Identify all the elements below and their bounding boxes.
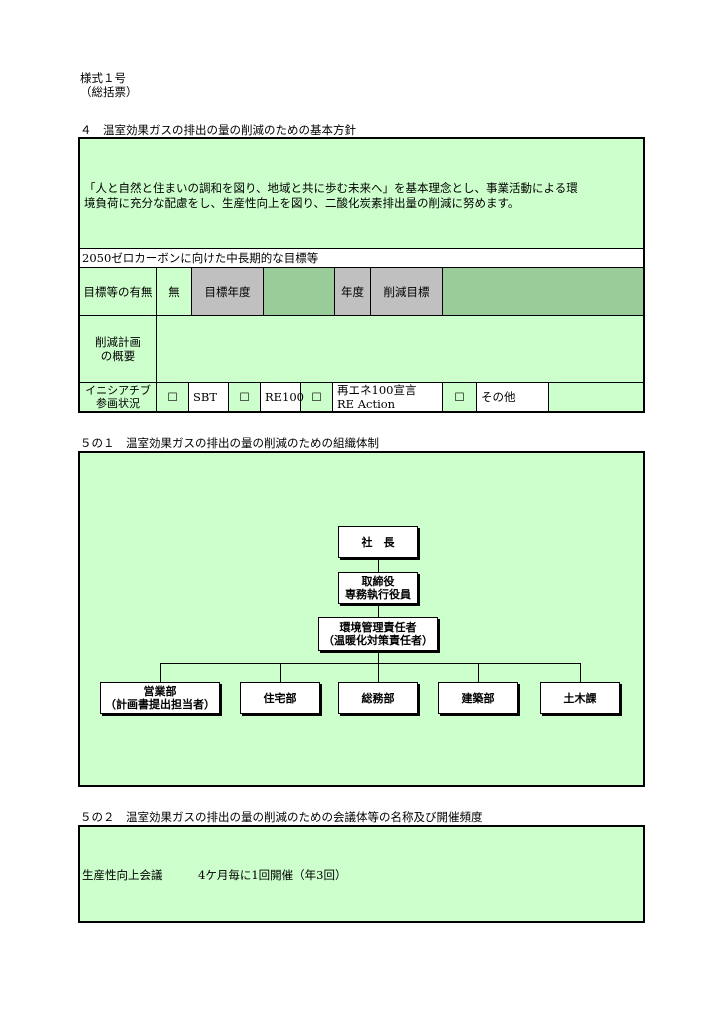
connector	[378, 604, 379, 617]
reduction-target-label: 削減目標	[371, 268, 443, 316]
org-chart-panel: 社 長 取締役 専務執行役員 環境管理責任者 （温暖化対策責任者） 営業部 （計…	[78, 451, 645, 787]
section-4-table: 「人と自然と住まいの調和を図り、地域と共に歩む未来へ」を基本理念とし、事業活動に…	[78, 137, 645, 413]
meeting-panel: 生産性向上会議 4ケ月毎に1回開催（年3回）	[78, 825, 645, 923]
initiative-label: イニシアチブ 参画状況	[80, 383, 157, 411]
year-unit-label: 年度	[335, 268, 371, 316]
plan-summary-label: 削減計画 の概要	[80, 316, 157, 383]
re-action-label: 再エネ100宣言 RE Action	[333, 383, 443, 411]
connector	[478, 663, 479, 682]
connector	[378, 663, 379, 682]
re-action-checkbox[interactable]: ☐	[301, 383, 333, 411]
org-dept-housing: 住宅部	[240, 682, 320, 714]
org-dept-construction: 建築部	[438, 682, 518, 714]
org-env-manager: 環境管理責任者 （温暖化対策責任者）	[318, 617, 438, 651]
org-dept-sales: 営業部 （計画書提出担当者）	[100, 682, 220, 714]
target-year-field[interactable]	[264, 268, 335, 316]
target-year-label: 目標年度	[192, 268, 264, 316]
policy-text-line2: 境負荷に充分な配慮をし、生産性向上を図り、二酸化炭素排出量の削減に努めます。	[84, 196, 520, 210]
policy-text-line1: 「人と自然と住まいの調和を図り、地域と共に歩む未来へ」を基本理念とし、事業活動に…	[84, 181, 578, 195]
sbt-checkbox[interactable]: ☐	[157, 383, 189, 411]
section-5-2-heading: ５の２ 温室効果ガスの排出の量の削減のための会議体等の名称及び開催頻度	[80, 810, 483, 824]
section-4-heading: ４ 温室効果ガスの排出の量の削減のための基本方針	[80, 123, 356, 137]
form-subtitle: （総括票）	[80, 85, 138, 99]
plan-summary-field[interactable]	[157, 316, 643, 383]
reduction-target-field[interactable]	[443, 268, 643, 316]
connector	[280, 663, 281, 682]
other-checkbox[interactable]: ☐	[443, 383, 477, 411]
meeting-name: 生産性向上会議	[82, 868, 163, 882]
sbt-label: SBT	[189, 383, 229, 411]
section-5-1-heading: ５の１ 温室効果ガスの排出の量の削減のための組織体制	[80, 436, 379, 450]
goal-presence-label: 目標等の有無	[80, 268, 157, 316]
goal-presence-value[interactable]: 無	[157, 268, 192, 316]
connector	[378, 558, 379, 572]
org-director: 取締役 専務執行役員	[338, 572, 418, 604]
connector	[378, 651, 379, 663]
form-number: 様式１号	[80, 71, 126, 85]
org-dept-civil-engineering: 土木課	[540, 682, 620, 714]
re100-checkbox[interactable]: ☐	[229, 383, 261, 411]
connector	[160, 663, 161, 682]
connector	[160, 663, 580, 664]
meeting-frequency: 4ケ月毎に1回開催（年3回）	[198, 868, 347, 882]
org-dept-general-affairs: 総務部	[338, 682, 418, 714]
other-label: その他	[477, 383, 549, 411]
re100-label: RE100	[261, 383, 304, 411]
goals-title: 2050ゼロカーボンに向けた中長期的な目標等	[80, 248, 643, 268]
connector	[580, 663, 581, 682]
org-president: 社 長	[338, 526, 418, 558]
